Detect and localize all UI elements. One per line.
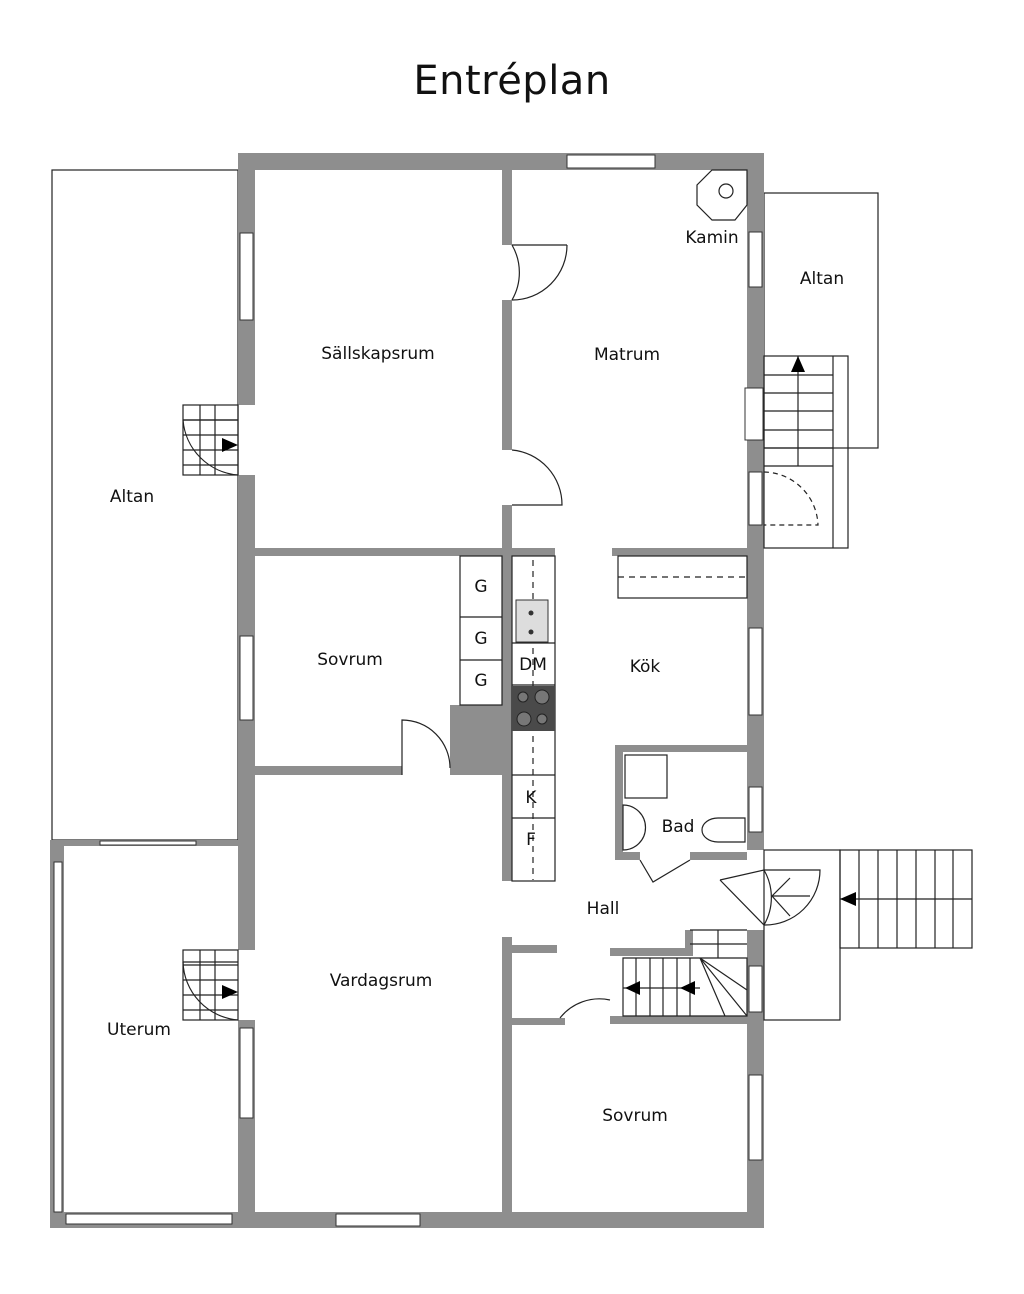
washbasin-icon (622, 804, 647, 851)
uterum-walls (50, 840, 238, 1228)
room-label-altan-right: Altan (800, 269, 844, 289)
fixture-label-dm: DM (519, 655, 547, 675)
sink-icon (515, 599, 549, 643)
windows (239, 154, 764, 1227)
kitchen-fixtures (459, 169, 748, 882)
interior-walls (255, 170, 747, 1212)
room-label-altan-left: Altan (110, 487, 154, 507)
stove-icon (512, 686, 555, 731)
room-label-matrum: Matrum (594, 345, 660, 365)
fixture-label-k: K (525, 788, 537, 808)
plan-title: Entréplan (413, 58, 611, 104)
room-label-kok: Kök (630, 657, 661, 677)
toilet-icon (701, 817, 746, 843)
fixture-label-g: G (474, 629, 487, 649)
room-label-sallskapsrum: Sällskapsrum (321, 344, 434, 364)
room-label-kamin: Kamin (685, 228, 738, 248)
doors (182, 244, 821, 1021)
room-label-uterum: Uterum (107, 1020, 171, 1040)
room-label-sovrum: Sovrum (317, 650, 383, 670)
stair-arrow-icon (222, 438, 238, 452)
stairs (182, 355, 973, 1021)
room-label-bad: Bad (662, 817, 695, 837)
shower-icon (624, 754, 668, 799)
altan-right-outline (763, 192, 879, 449)
room-label-vardagsrum: Vardagsrum (330, 971, 433, 991)
fixture-label-g: G (474, 671, 487, 691)
fireplace-icon (696, 169, 748, 221)
exterior-walls (238, 153, 764, 1228)
fixture-label-f: F (526, 830, 536, 850)
room-label-sovrum-2: Sovrum (602, 1106, 668, 1126)
fixture-label-g: G (474, 577, 487, 597)
room-label-hall: Hall (587, 899, 620, 919)
